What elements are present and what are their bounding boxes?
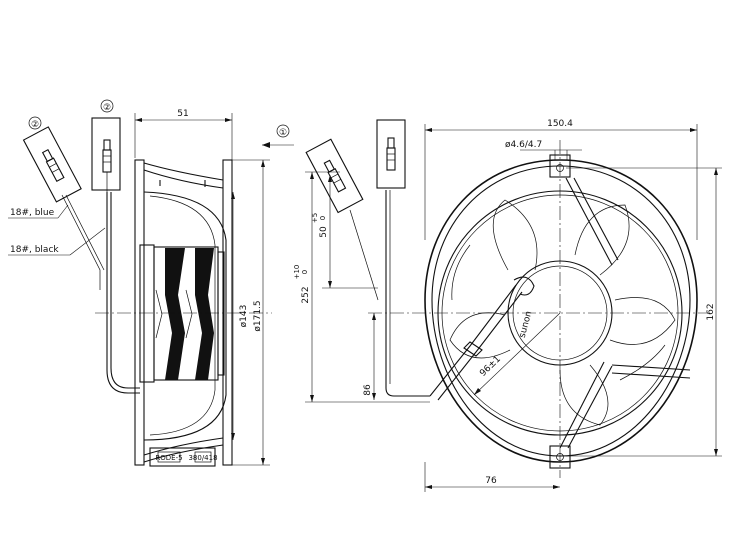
lead-length-label: 252	[301, 286, 311, 303]
side-view: 51 ①	[8, 99, 294, 467]
dimension-hub-diameter: ø143	[231, 192, 249, 440]
dimension-width-51: 51	[134, 109, 233, 160]
left-offset-label: 86	[363, 384, 373, 396]
dimension-width-150-4: 150.4	[424, 119, 698, 240]
dimension-left-offset: 86	[363, 313, 376, 400]
strip-length-tol-minus: 0	[319, 216, 327, 220]
lead-length-tol-plus: +10	[293, 265, 301, 280]
lead-length-tol-minus: 0	[301, 270, 309, 274]
dimension-height-162: 162	[566, 167, 722, 457]
connector-terminal-left: ②	[22, 116, 82, 203]
fan-housing-side: RODE-5 380/418	[134, 159, 233, 467]
connector-callout-right: ②	[103, 103, 111, 113]
fan-frame-front	[424, 154, 698, 469]
support-struts	[429, 177, 691, 449]
wire-label-black: 18#, black	[10, 245, 59, 255]
front-height-label: 162	[706, 303, 716, 320]
connector-terminal-front-left	[305, 138, 364, 214]
wire-label-blue: 18#, blue	[10, 208, 55, 218]
dimension-bottom-offset: 76	[424, 462, 560, 492]
connector-terminal-front-right	[376, 119, 406, 189]
front-width-label: 150.4	[547, 119, 573, 129]
strip-length-tol-plus: +5	[311, 213, 319, 223]
connector-callout-left: ②	[31, 120, 39, 130]
brand-text: sunon	[518, 310, 535, 339]
label-plate-text-2: 380/418	[188, 454, 217, 462]
hub-diameter-label: ø143	[239, 305, 249, 328]
dimension-strip-length: 50 +5 0	[311, 175, 378, 289]
fan-blades	[449, 199, 676, 426]
lead-wires-side	[61, 192, 140, 394]
strip-length-label: 50	[319, 226, 329, 238]
wire-labels: 18#, blue 18#, black	[8, 204, 106, 256]
bottom-offset-label: 76	[485, 476, 497, 486]
front-view: 150.4 ø4.6/4.7 162	[293, 119, 722, 492]
dimension-outer-diameter: ø171.5	[232, 159, 270, 466]
label-plate-text-1: RODE-5	[155, 454, 182, 462]
airflow-direction-callout: ①	[262, 124, 294, 148]
connector-terminal-right: ②	[91, 99, 121, 192]
dimension-lead-length: 252 +10 0	[293, 171, 430, 403]
width-label: 51	[177, 109, 188, 119]
hole-diameter-label: ø4.6/4.7	[505, 140, 542, 150]
dimension-radius: 96±1	[473, 312, 561, 396]
outer-diameter-label: ø171.5	[253, 300, 263, 331]
direction-callout-label: ①	[279, 128, 287, 138]
lead-wires-front	[349, 190, 430, 397]
